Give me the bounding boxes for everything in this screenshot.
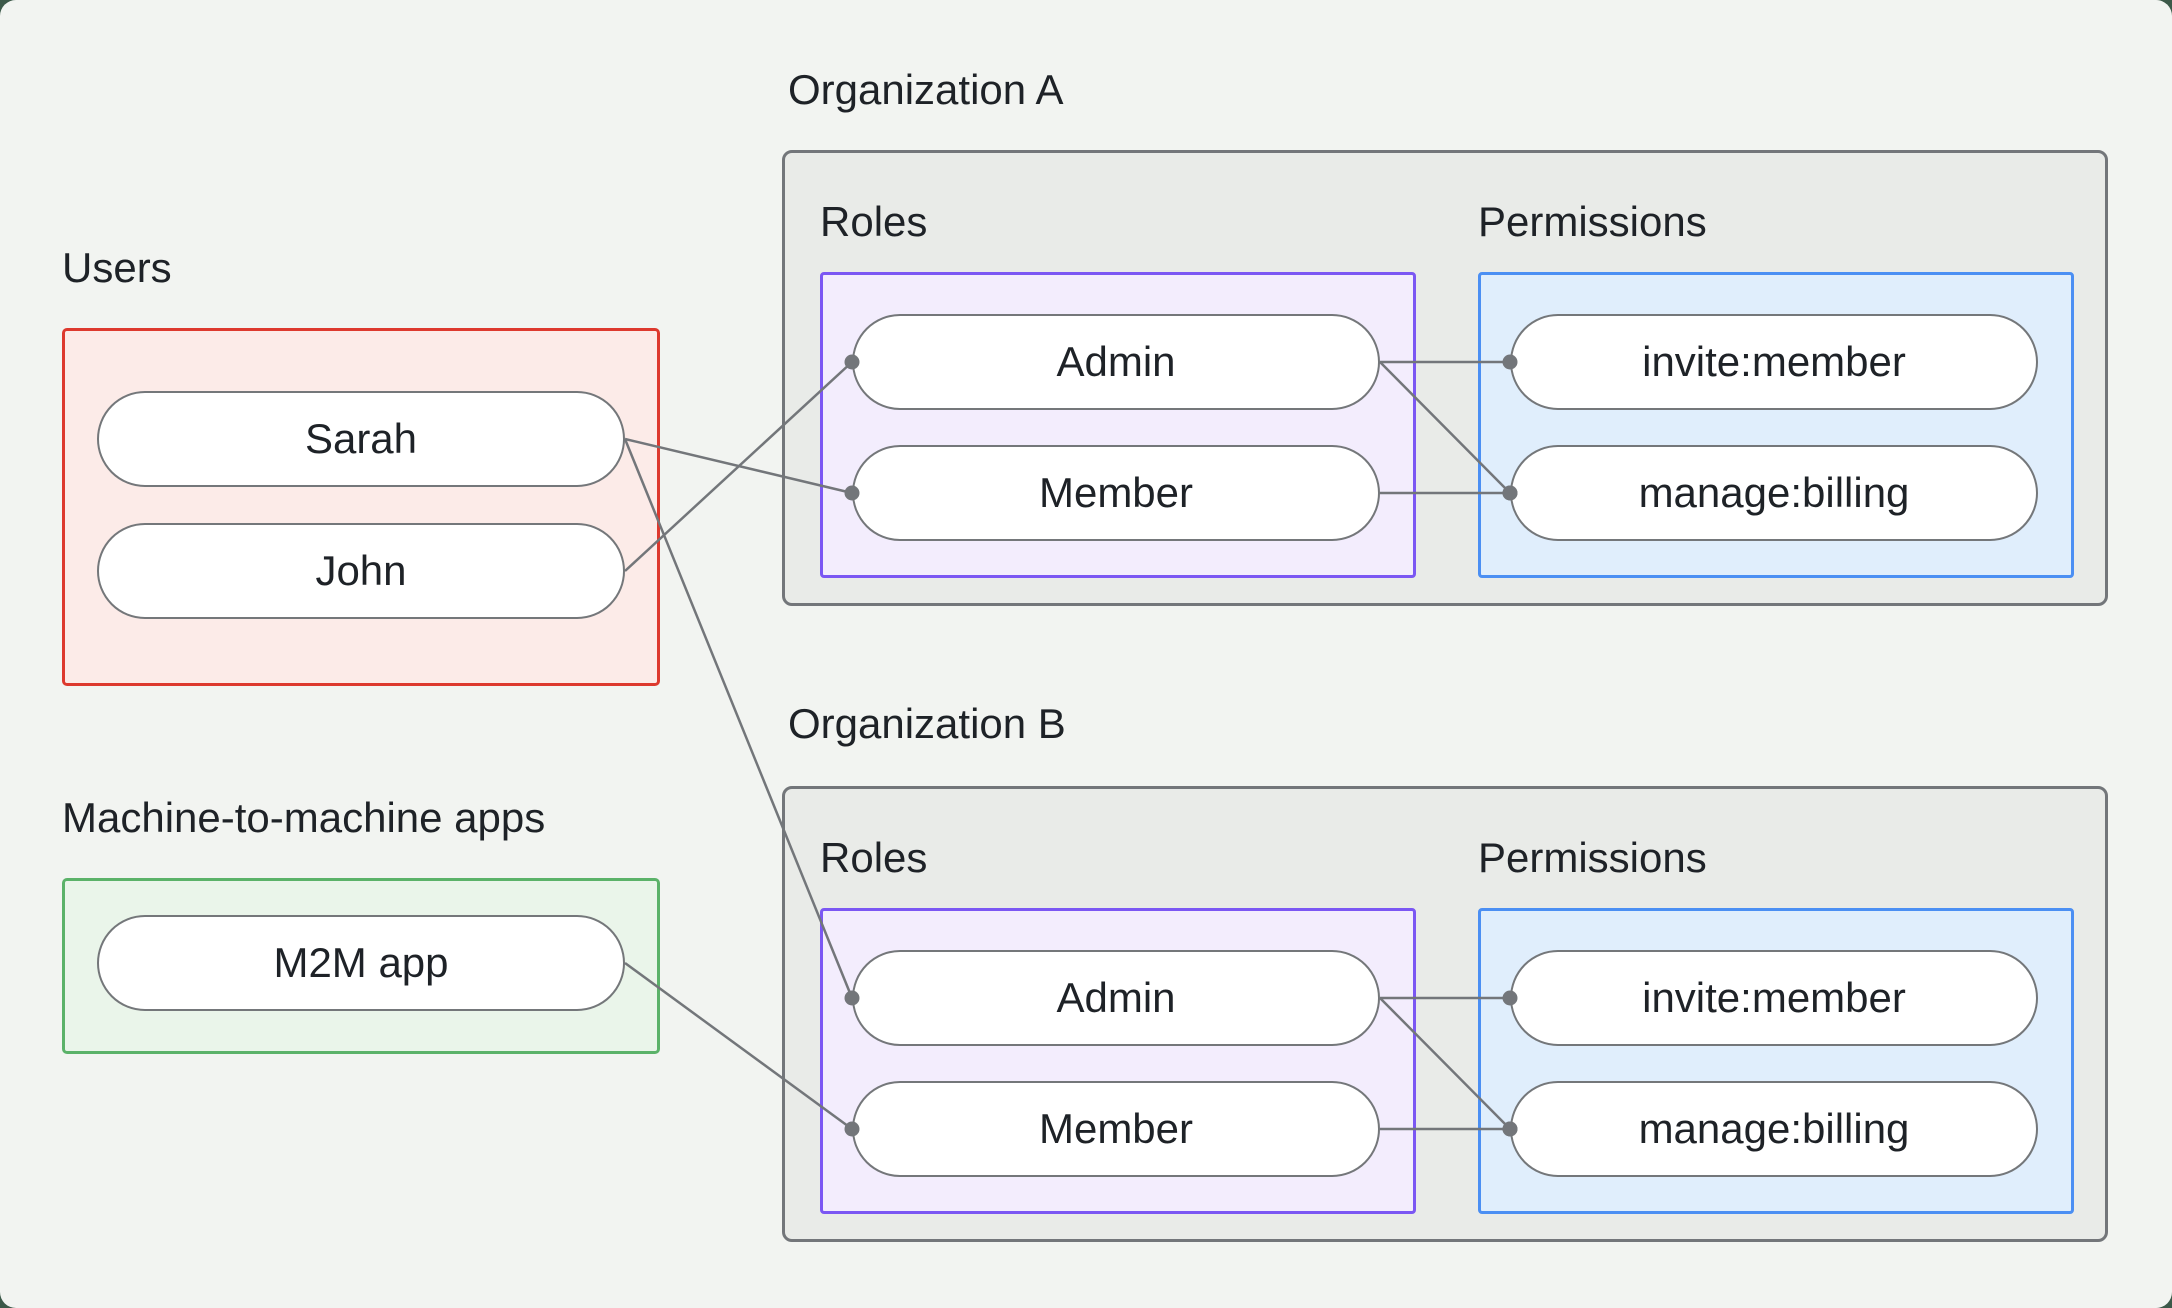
role-node-label: Admin bbox=[1056, 338, 1176, 385]
permission-node-label: invite:member bbox=[1642, 338, 1906, 385]
org-b-permissions-label: Permissions bbox=[1478, 834, 1707, 881]
org-a-permissions-label: Permissions bbox=[1478, 198, 1707, 245]
user-node-john: John bbox=[97, 523, 625, 619]
org-b-title: Organization B bbox=[788, 700, 1066, 747]
org-b-permissions-box: invite:member manage:billing bbox=[1478, 908, 2074, 1214]
org-b-role-admin-node: Admin bbox=[852, 950, 1380, 1046]
role-node-label: Admin bbox=[1056, 974, 1176, 1021]
org-a-permission-manage-billing-node: manage:billing bbox=[1510, 445, 2038, 541]
role-node-label: Member bbox=[1038, 1105, 1194, 1152]
permission-node-label: invite:member bbox=[1642, 974, 1906, 1021]
org-b-roles-label: Roles bbox=[820, 834, 928, 881]
org-a-roles-label: Roles bbox=[820, 198, 928, 245]
users-section-label: Users bbox=[62, 244, 172, 291]
org-b-container: Roles Admin Member Permissions invite:me… bbox=[782, 786, 2108, 1242]
m2m-app-node-label: M2M app bbox=[273, 939, 449, 986]
org-b-permission-manage-billing-node: manage:billing bbox=[1510, 1081, 2038, 1177]
org-a-permissions-box: invite:member manage:billing bbox=[1478, 272, 2074, 578]
org-b-permission-invite-member-node: invite:member bbox=[1510, 950, 2038, 1046]
org-a-role-admin-node: Admin bbox=[852, 314, 1380, 410]
m2m-group-box: M2M app bbox=[62, 878, 660, 1054]
org-b-roles-box: Admin Member bbox=[820, 908, 1416, 1214]
m2m-app-node: M2M app bbox=[97, 915, 625, 1011]
org-a-permission-invite-member-node: invite:member bbox=[1510, 314, 2038, 410]
m2m-section-label: Machine-to-machine apps bbox=[62, 794, 546, 841]
org-a-container: Roles Admin Member Permissions invite:me… bbox=[782, 150, 2108, 606]
org-a-role-member-node: Member bbox=[852, 445, 1380, 541]
org-a-roles-box: Admin Member bbox=[820, 272, 1416, 578]
org-a-title: Organization A bbox=[788, 66, 1064, 113]
permission-node-label: manage:billing bbox=[1638, 1105, 1910, 1152]
user-node-sarah: Sarah bbox=[97, 391, 625, 487]
user-node-label: John bbox=[315, 547, 407, 594]
users-group-box: Sarah John bbox=[62, 328, 660, 686]
role-node-label: Member bbox=[1038, 469, 1194, 516]
org-b-role-member-node: Member bbox=[852, 1081, 1380, 1177]
permission-node-label: manage:billing bbox=[1638, 469, 1910, 516]
user-node-label: Sarah bbox=[304, 415, 418, 462]
